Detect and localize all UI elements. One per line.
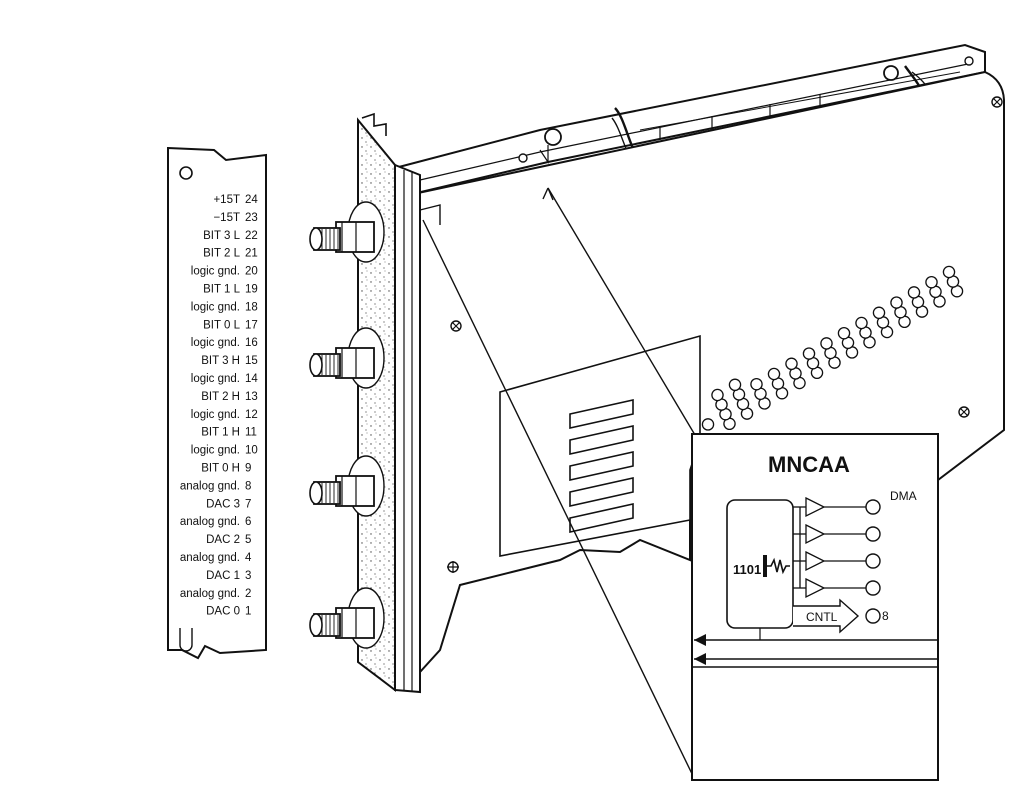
pin-number: 22	[245, 230, 258, 242]
pin-number: 17	[245, 319, 258, 331]
screw-icon	[991, 96, 1003, 108]
pin-number: 13	[245, 391, 258, 403]
screw-icon	[958, 406, 970, 418]
output-terminal	[865, 526, 881, 542]
pin-number: 24	[245, 194, 258, 206]
vent-hole	[872, 306, 886, 320]
pin-number: 3	[245, 570, 251, 582]
pin-label: BIT 1 H	[201, 427, 240, 439]
pin-label: BIT 2 L	[203, 248, 240, 260]
circuit-card	[309, 43, 1005, 781]
bnc-connector-icon	[309, 455, 385, 517]
vent-hole	[802, 347, 816, 360]
pin-label: DAC 3	[206, 498, 240, 510]
pin-label: logic gnd.	[191, 337, 240, 349]
pin-label: logic gnd.	[191, 373, 240, 385]
pin-number: 15	[245, 355, 258, 367]
pin-number: 23	[245, 212, 258, 224]
vent-hole	[925, 275, 938, 289]
dma-label: DMA	[890, 489, 917, 503]
vent-hole	[907, 286, 921, 299]
cntl-label: CNTL	[806, 610, 838, 624]
pin-number: 2	[245, 588, 251, 600]
pin-label: analog gnd.	[180, 552, 240, 564]
pin-label: BIT 3 H	[201, 355, 240, 367]
connector-symbol-icon	[763, 555, 767, 577]
pin-number: 19	[245, 284, 258, 296]
output-terminal	[865, 553, 881, 569]
buffer-triangle-icon	[805, 523, 826, 545]
pin-label: BIT 1 L	[203, 284, 240, 296]
pin-label: DAC 2	[206, 534, 240, 546]
pin-label: BIT 0 L	[203, 319, 240, 331]
pin-label: DAC 0	[206, 606, 240, 618]
pin-label: analog gnd.	[180, 516, 240, 528]
pin-number: 5	[245, 534, 251, 546]
vent-hole	[750, 377, 763, 391]
vent-hole	[711, 388, 724, 402]
count-label: 8	[882, 609, 889, 623]
pin-label: DAC 1	[206, 570, 240, 582]
vent-hole	[701, 418, 715, 431]
pin-label: logic gnd.	[191, 409, 240, 421]
pin-label: logic gnd.	[191, 266, 240, 278]
pin-number: 7	[245, 498, 251, 510]
buffer-triangle-icon	[805, 550, 826, 572]
pin-number: 12	[245, 409, 258, 421]
cntl-arrow-icon	[793, 598, 860, 634]
screw-icon	[447, 561, 459, 573]
pin-label: analog gnd.	[180, 480, 240, 492]
pin-number: 20	[245, 266, 258, 278]
bits-label: 1101	[733, 562, 761, 577]
pin-label: analog gnd.	[180, 588, 240, 600]
pin-label: BIT 3 L	[203, 230, 240, 242]
pin-number: 14	[245, 373, 258, 385]
vent-hole	[767, 367, 781, 381]
pin-label: BIT 0 H	[201, 463, 240, 475]
bus-arrow-icon	[694, 653, 706, 665]
output-terminal	[865, 608, 881, 624]
vent-hole	[837, 326, 851, 340]
output-terminal	[865, 580, 881, 596]
pin-number: 10	[245, 445, 258, 457]
pin-number: 21	[245, 248, 258, 260]
pin-number: 9	[245, 463, 251, 475]
chip-slots	[569, 399, 634, 533]
pin-number: 1	[245, 606, 251, 618]
bnc-connector-icon	[309, 201, 385, 263]
output-terminal	[865, 499, 881, 515]
ventilation-grid	[701, 265, 964, 431]
output-drivers	[793, 496, 881, 599]
vent-hole	[855, 316, 868, 330]
pin-label: −15T	[213, 212, 240, 224]
pin-label: +15T	[213, 194, 240, 206]
pin-number: 6	[245, 516, 251, 528]
vent-hole	[728, 378, 742, 392]
bus-arrow-icon	[694, 634, 706, 646]
block-diagram-title: MNCAA	[768, 452, 850, 477]
buffer-triangle-icon	[805, 496, 826, 518]
pin-label: logic gnd.	[191, 301, 240, 313]
block-diagram-inset: MNCAA 1101 DMA CNTL 8	[691, 433, 939, 781]
pin-number: 16	[245, 337, 258, 349]
pin-number: 18	[245, 301, 258, 313]
bnc-connector-icon	[309, 587, 385, 649]
pin-label: BIT 2 H	[201, 391, 240, 403]
vent-hole	[942, 265, 956, 279]
mounting-hole-icon	[179, 166, 193, 180]
pin-number: 11	[245, 427, 257, 439]
vent-hole	[890, 296, 903, 309]
vent-hole	[785, 357, 798, 371]
pin-number: 8	[245, 480, 251, 492]
screw-icon	[450, 320, 462, 332]
buffer-triangle-icon	[805, 577, 826, 599]
pin-number: 4	[245, 552, 252, 564]
pin-label: logic gnd.	[191, 445, 240, 457]
bnc-connector-icon	[309, 327, 385, 389]
vent-hole	[820, 337, 833, 350]
